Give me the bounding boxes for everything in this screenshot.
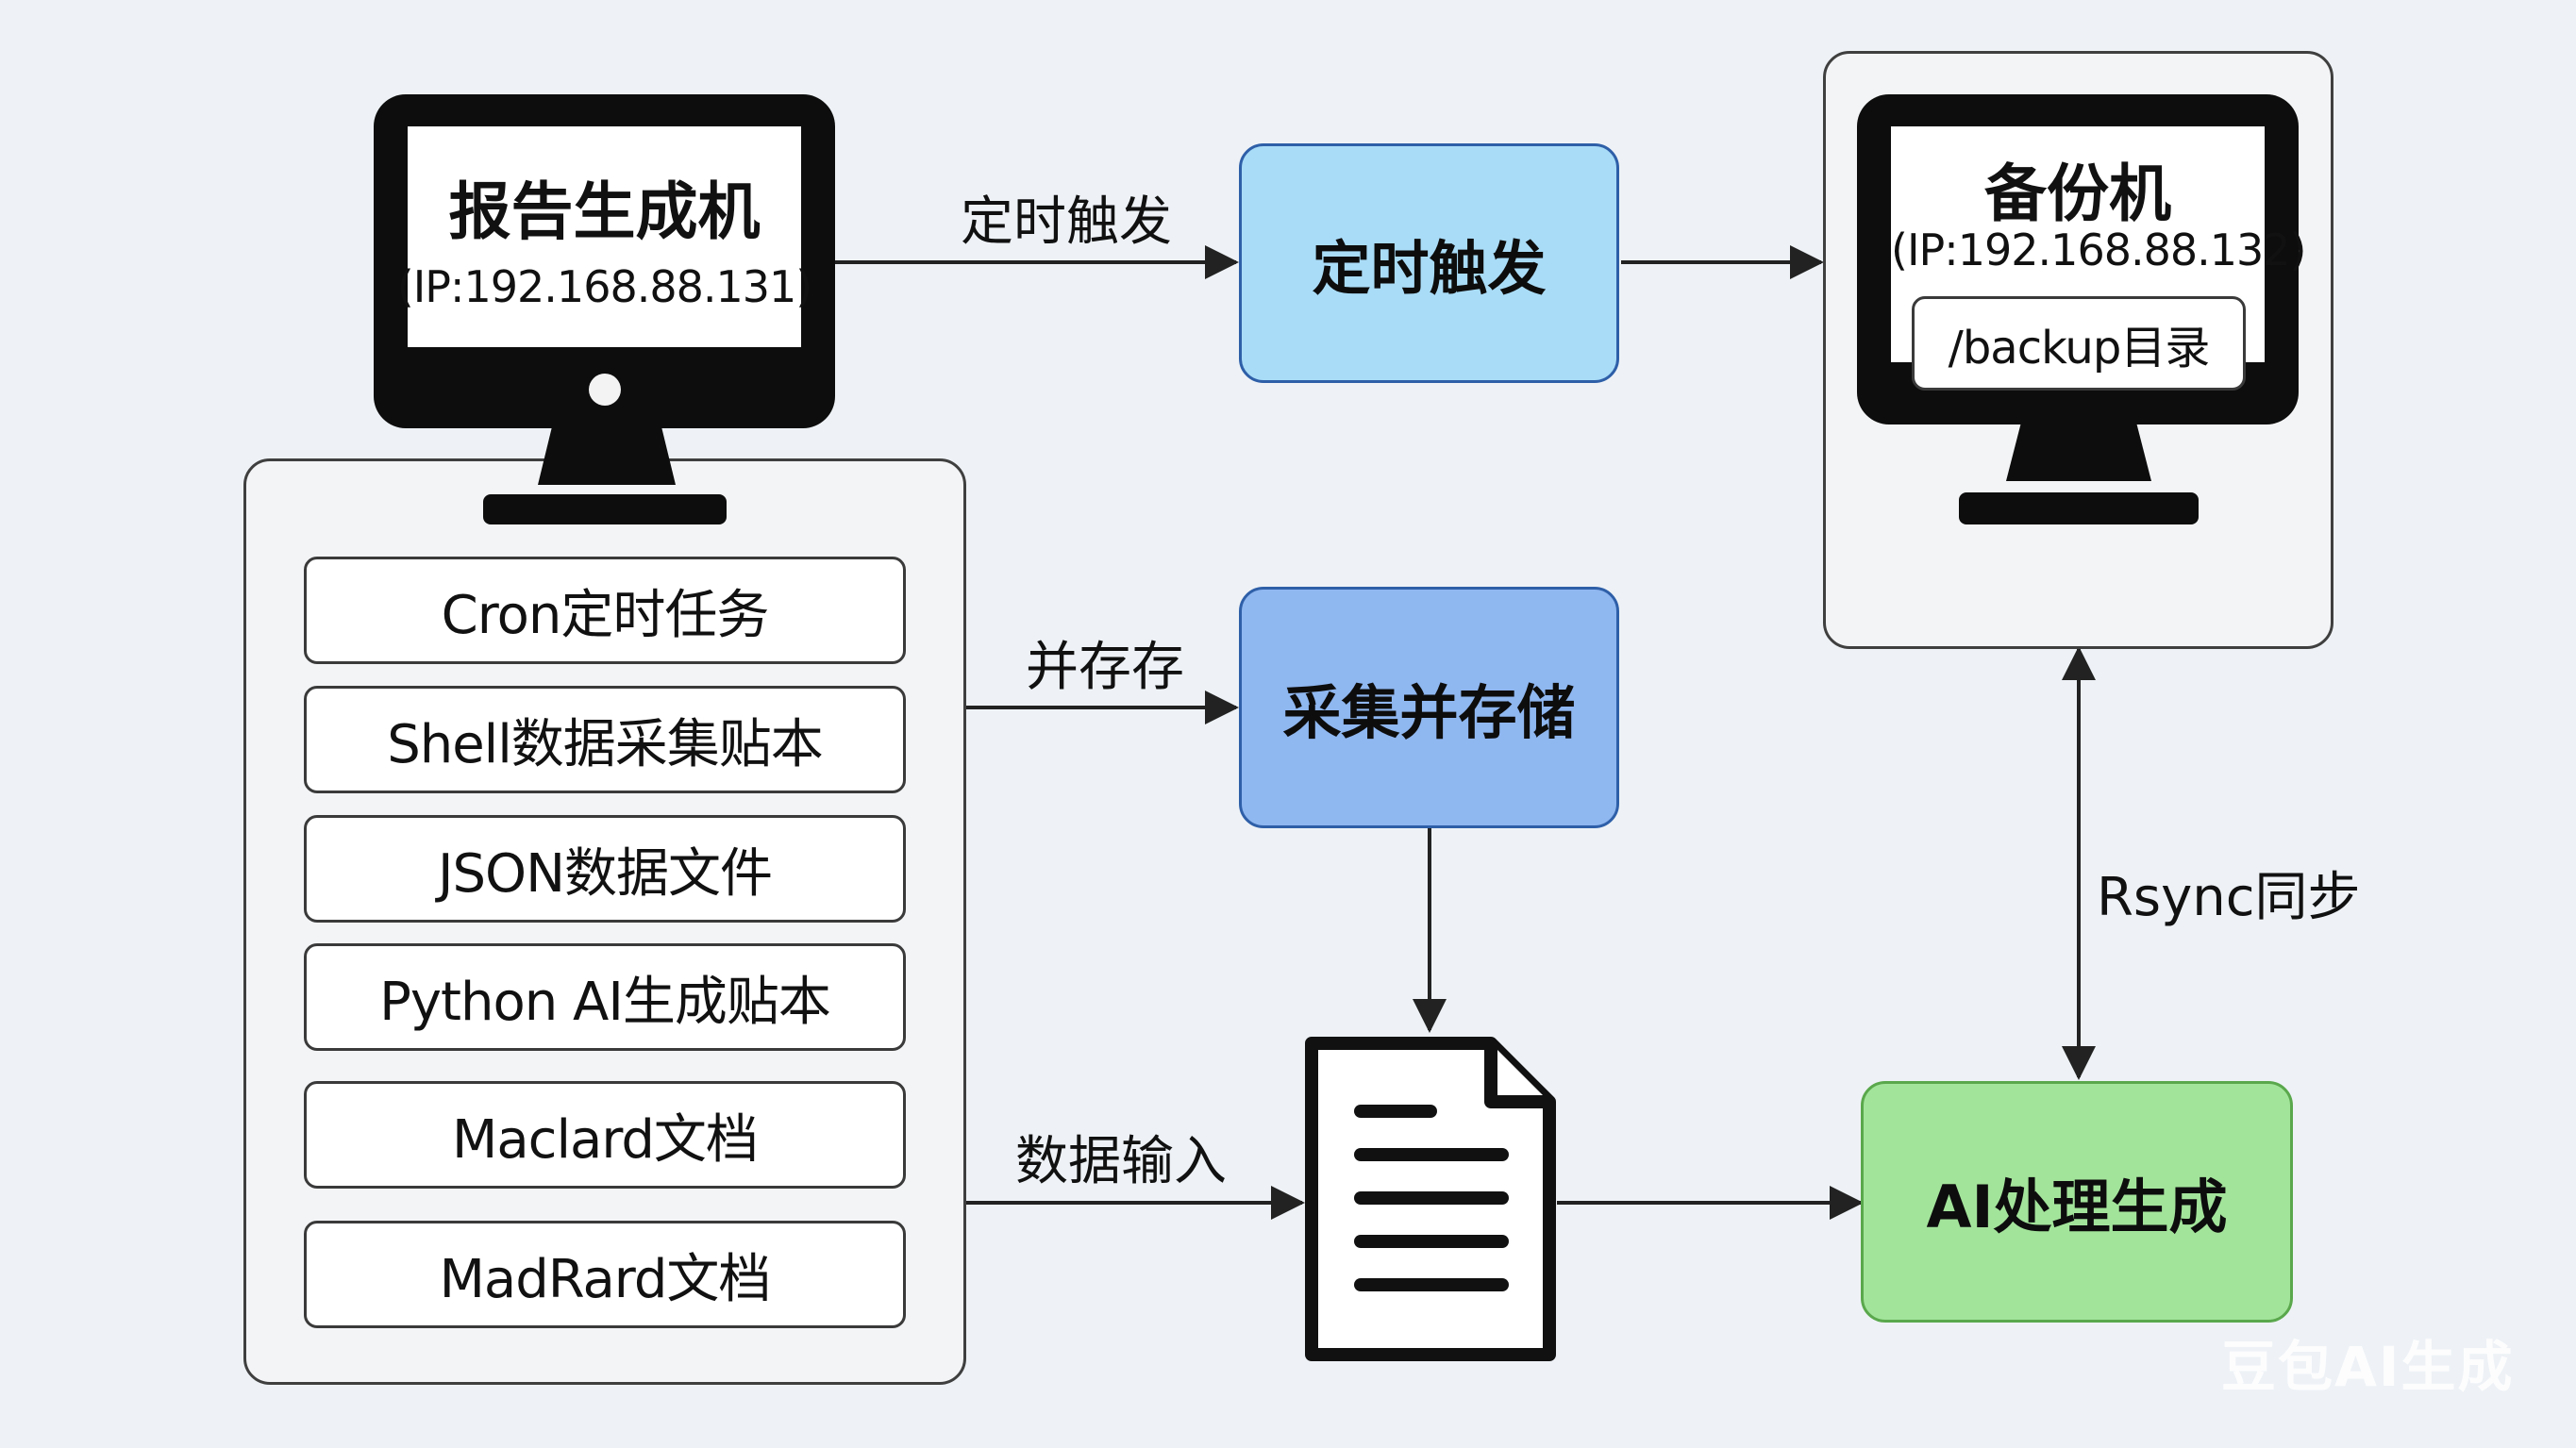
node-collect: 采集并存储: [1239, 587, 1619, 828]
report-machine-screen: 报告生成机 (IP:192.168.88.131): [397, 126, 812, 347]
edge-label-input: 数据输入: [1015, 1131, 1227, 1192]
report-machine-title: 报告生成机: [448, 175, 761, 248]
item-madrard: MadRard文档: [304, 1221, 906, 1328]
item-cron: Cron定时任务: [304, 557, 906, 664]
report-monitor-base-icon: [483, 494, 727, 524]
node-timer: 定时触发: [1239, 143, 1619, 383]
edge-label-timer: 定时触发: [961, 191, 1172, 253]
item-shell: Shell数据采集贴本: [304, 686, 906, 793]
report-machine-ip: (IP:192.168.88.131): [396, 261, 812, 312]
item-python: Python AI生成贴本: [304, 943, 906, 1051]
edge-label-rsync: Rsync同步: [2097, 867, 2361, 928]
item-maclard: Maclard文档: [304, 1081, 906, 1189]
power-led-icon: [589, 374, 621, 406]
edge-label-store: 并存存: [1026, 637, 1184, 698]
watermark: 豆包AI生成: [2221, 1335, 2515, 1399]
node-ai: AI处理生成: [1861, 1081, 2293, 1323]
document-icon: [1305, 1037, 1556, 1361]
item-json: JSON数据文件: [304, 815, 906, 923]
backup-machine-title: 备份机: [1984, 158, 2171, 230]
backup-directory: /backup目录: [1912, 296, 2246, 391]
backup-machine-ip: (IP:192.168.88.132): [1891, 225, 2307, 275]
report-monitor-stand-icon: [538, 428, 676, 485]
backup-monitor-stand-icon: [2006, 424, 2151, 481]
backup-monitor-base-icon: [1959, 492, 2199, 524]
